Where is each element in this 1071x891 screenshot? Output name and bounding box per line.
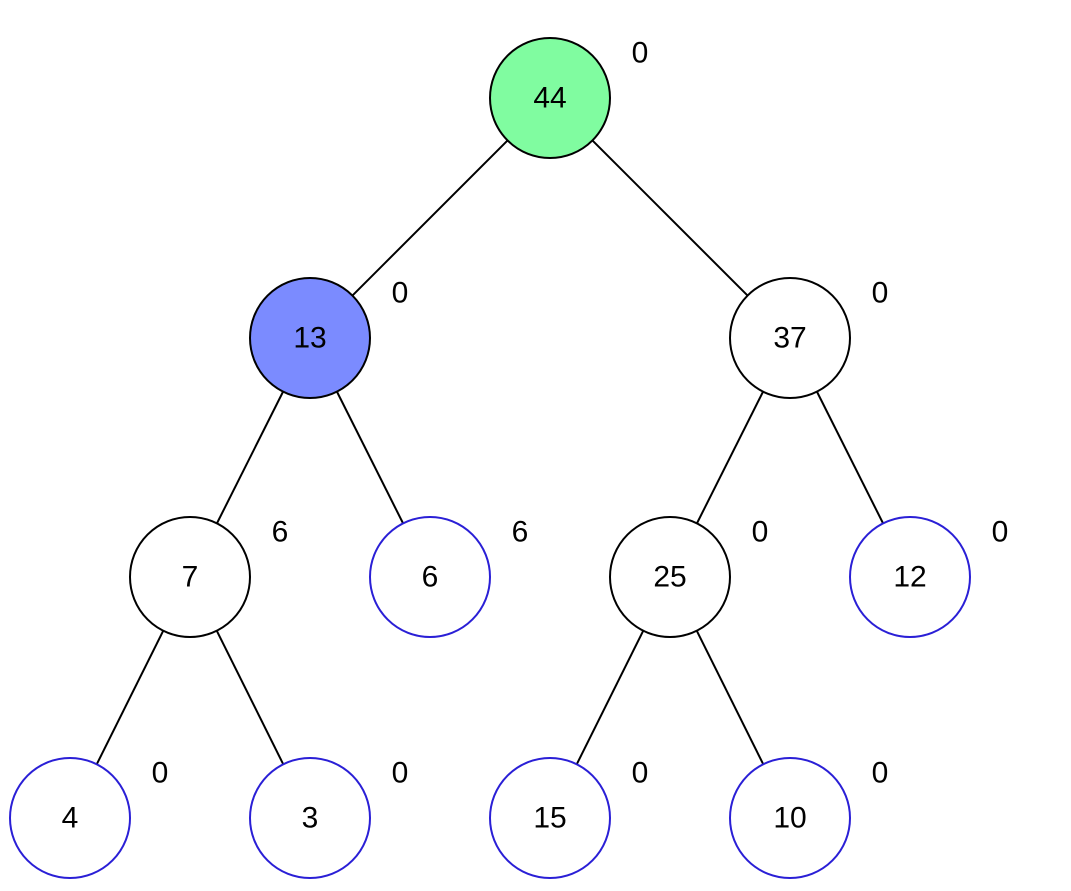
node-circle-25 [609, 516, 731, 638]
node-tag-37: 0 [872, 277, 889, 310]
node-circle-4 [9, 757, 131, 879]
node-tag-10: 0 [872, 757, 889, 790]
node-value-12: 12 [893, 561, 926, 594]
node-tag-13: 0 [392, 277, 409, 310]
edge-25-15 [575, 630, 645, 765]
node-circle-15 [489, 757, 611, 879]
node-tag-12: 0 [992, 516, 1009, 549]
edge-13-6 [336, 391, 404, 524]
node-value-10: 10 [773, 802, 806, 835]
edge-7-3 [215, 630, 285, 765]
node-circle-6 [369, 516, 491, 638]
tree-node-10: 10 0 [729, 757, 889, 879]
node-tag-44: 0 [632, 37, 649, 70]
node-circle-7 [129, 516, 251, 638]
tree-node-25: 25 0 [609, 516, 769, 638]
tree-node-7: 76 [129, 516, 289, 638]
tree-node-6: 66 [369, 516, 529, 638]
edge-13-7 [216, 391, 284, 524]
tree-node-13: 13 0 [249, 277, 409, 399]
node-circle-10 [729, 757, 851, 879]
edge-44-37 [591, 139, 749, 297]
node-value-7: 7 [182, 561, 199, 594]
edge-layer [95, 139, 884, 765]
node-value-37: 37 [773, 322, 806, 355]
node-tag-25: 0 [752, 516, 769, 549]
node-circle-12 [849, 516, 971, 638]
node-circle-3 [249, 757, 371, 879]
node-value-6: 6 [422, 561, 439, 594]
node-circle-13 [249, 277, 371, 399]
node-value-15: 15 [533, 802, 566, 835]
edge-37-25 [696, 391, 764, 524]
node-tag-4: 0 [152, 757, 169, 790]
node-circle-37 [729, 277, 851, 399]
node-tag-3: 0 [392, 757, 409, 790]
tree-node-15: 15 0 [489, 757, 649, 879]
edge-25-10 [695, 630, 765, 765]
edge-7-4 [95, 630, 165, 765]
tree-node-4: 40 [9, 757, 169, 879]
tree-node-3: 30 [249, 757, 409, 879]
node-tag-7: 6 [272, 516, 289, 549]
node-tag-6: 6 [512, 516, 529, 549]
edge-44-13 [351, 139, 509, 297]
node-value-3: 3 [302, 802, 319, 835]
node-value-13: 13 [293, 322, 326, 355]
node-value-25: 25 [653, 561, 686, 594]
tree-node-44: 44 0 [489, 37, 649, 159]
tree-node-12: 12 0 [849, 516, 1009, 638]
node-tag-15: 0 [632, 757, 649, 790]
tree-node-37: 37 0 [729, 277, 889, 399]
edge-37-12 [816, 391, 884, 524]
node-value-44: 44 [533, 82, 566, 115]
node-circle-44 [489, 37, 611, 159]
node-value-4: 4 [62, 802, 79, 835]
